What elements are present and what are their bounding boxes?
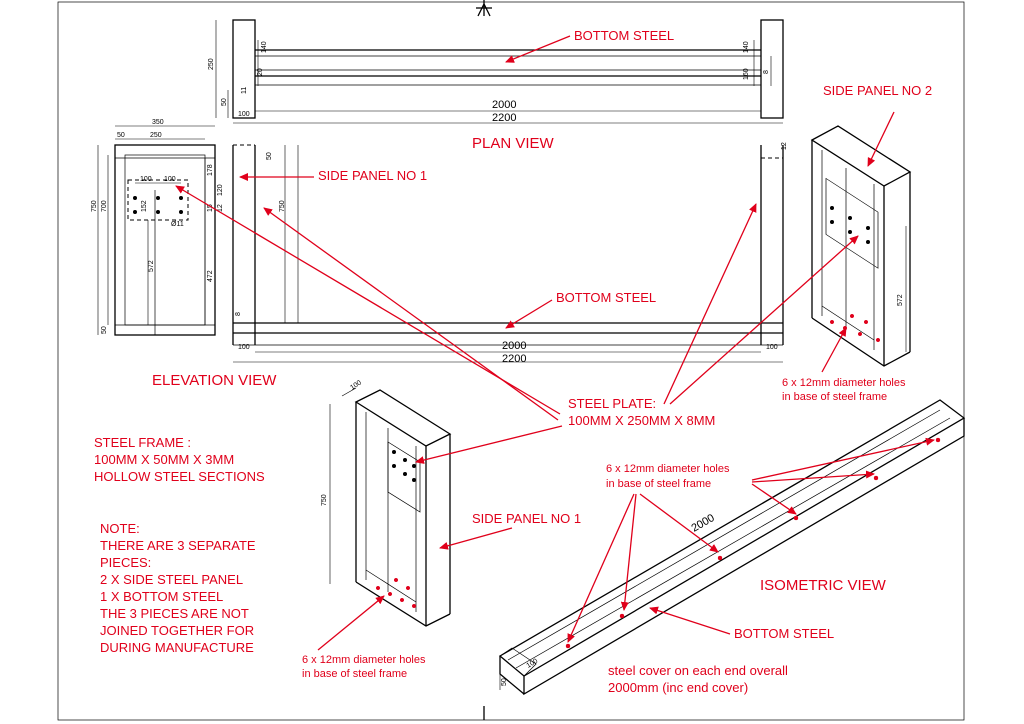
dim-plan-11: 11	[241, 87, 248, 94]
note-line: NOTE:	[100, 521, 140, 536]
dim-side-100a: 100	[140, 176, 152, 183]
label-steel-frame-3: HOLLOW STEEL SECTIONS	[94, 469, 265, 484]
dim-plan-100: 100	[238, 111, 250, 118]
arrow-holes-iso-3	[639, 493, 719, 553]
arrow-side-panel-1-mid	[439, 527, 513, 550]
note-line: DURING MANUFACTURE	[100, 640, 254, 655]
dim-plan-160: 160	[743, 68, 750, 80]
label-bottom-steel-elev: BOTTOM STEEL	[556, 290, 656, 305]
side-panel-2-3d	[810, 125, 912, 367]
label-bottom-steel-iso: BOTTOM STEEL	[734, 626, 834, 641]
label-side-panel-1-top: SIDE PANEL NO 1	[318, 168, 427, 183]
side-detail-drawing	[97, 125, 216, 336]
dim-elev-100b: 100	[766, 344, 778, 351]
dim-side-178: 178	[207, 164, 214, 176]
dim-plan-50: 50	[221, 98, 228, 106]
note-line: 2 X SIDE STEEL PANEL	[100, 572, 243, 587]
label-steel-frame-2: 100MM X 50MM X 3MM	[94, 452, 234, 467]
label-holes-right-2: in base of steel frame	[782, 391, 887, 403]
dim-p2-572: 572	[897, 294, 904, 306]
arrow-plate-panel2	[669, 235, 859, 405]
dim-plan-250: 250	[208, 58, 215, 70]
note-block: NOTE: THERE ARE 3 SEPARATE PIECES: 2 X S…	[100, 521, 256, 655]
arrow-holes-iso-4	[751, 483, 797, 515]
arrow-holes-iso-5	[751, 470, 875, 483]
dim-p1-750: 750	[321, 494, 328, 506]
dim-plan-140b: 140	[743, 41, 750, 53]
label-cover-1: steel cover on each end overall	[608, 663, 788, 678]
label-holes-left-2: in base of steel frame	[606, 478, 711, 490]
label-holes-mid-1: 6 x 12mm diameter holes	[302, 654, 426, 666]
dim-elev-12: 12	[781, 142, 788, 150]
arrow-plate-elev-right	[663, 203, 757, 405]
arrow-plate-panel1	[415, 425, 563, 464]
dim-side-472: 472	[207, 270, 214, 282]
dim-elev-100a: 100	[238, 344, 250, 351]
dim-side-700: 700	[101, 200, 108, 212]
dim-plan-8: 8	[763, 70, 770, 74]
dim-side-100b: 100	[164, 176, 176, 183]
sheet-border	[57, 1, 965, 721]
label-elevation-view: ELEVATION VIEW	[152, 372, 277, 389]
note-line: JOINED TOGETHER FOR	[100, 623, 254, 638]
elevation-view-drawing	[232, 144, 784, 363]
label-holes-right-1: 6 x 12mm diameter holes	[782, 377, 906, 389]
dim-iso-2000: 2000	[690, 512, 717, 535]
label-isometric-view: ISOMETRIC VIEW	[760, 577, 887, 594]
note-line: THERE ARE 3 SEPARATE	[100, 538, 256, 553]
dim-iso-50: 50	[501, 678, 508, 686]
label-holes-left-1: 6 x 12mm diameter holes	[606, 463, 730, 475]
dim-side-50: 50	[117, 132, 125, 139]
note-line: THE 3 PIECES ARE NOT	[100, 606, 249, 621]
dim-elev-8: 8	[235, 312, 242, 316]
dim-side-350: 350	[152, 119, 164, 126]
label-steel-plate-1: STEEL PLATE:	[568, 396, 656, 411]
dim-side-572: 572	[148, 260, 155, 272]
dim-plan-140a: 140	[261, 41, 268, 53]
isometric-bottom-steel	[498, 399, 966, 696]
arrow-holes-iso-6	[751, 437, 935, 481]
arrow-bottom-steel-iso	[649, 606, 731, 635]
note-line: 1 X BOTTOM STEEL	[100, 589, 223, 604]
label-bottom-steel-plan: BOTTOM STEEL	[574, 28, 674, 43]
note-line: PIECES:	[100, 555, 151, 570]
arrow-plate-elev-left	[263, 207, 559, 421]
arrow-bottom-steel-plan	[505, 35, 571, 63]
side-panel-1-3d	[329, 387, 452, 627]
arrow-holes-iso-2	[620, 493, 637, 611]
dim-plan-2200: 2200	[492, 112, 516, 124]
arrow-holes-mid	[317, 595, 385, 651]
dim-side-15: 15	[207, 204, 214, 212]
label-side-panel-2: SIDE PANEL NO 2	[823, 83, 932, 98]
label-side-panel-1-mid: SIDE PANEL NO 1	[472, 511, 581, 526]
dim-elev-750: 750	[279, 200, 286, 212]
dim-elev-2200: 2200	[502, 353, 526, 365]
label-plan-view: PLAN VIEW	[472, 135, 555, 152]
arrow-bottom-steel-elev	[505, 299, 553, 329]
dim-side-120: 120	[217, 184, 224, 196]
arrow-holes-right	[821, 327, 847, 373]
dim-side-250: 250	[150, 132, 162, 139]
label-steel-plate-2: 100MM X 250MM X 8MM	[568, 413, 715, 428]
dim-elev-50: 50	[266, 152, 273, 160]
dim-side-12: 12	[217, 204, 224, 212]
dim-plan-20: 20	[257, 68, 264, 76]
dim-side-50b: 50	[101, 326, 108, 334]
label-holes-mid-2: in base of steel frame	[302, 668, 407, 680]
arrow-holes-iso-1	[567, 493, 635, 643]
label-steel-frame-1: STEEL FRAME :	[94, 435, 191, 450]
dim-side-11: Ø11	[171, 221, 184, 228]
dim-plan-2000: 2000	[492, 99, 516, 111]
dim-iso-100: 100	[526, 658, 540, 670]
center-mark	[476, 0, 492, 720]
arrow-side-panel-2	[867, 111, 895, 167]
dim-elev-2000: 2000	[502, 340, 526, 352]
label-cover-2: 2000mm (inc end cover)	[608, 680, 748, 695]
dim-side-152: 152	[141, 200, 148, 212]
dim-p1-100: 100	[349, 379, 363, 391]
dim-side-750: 750	[91, 200, 98, 212]
